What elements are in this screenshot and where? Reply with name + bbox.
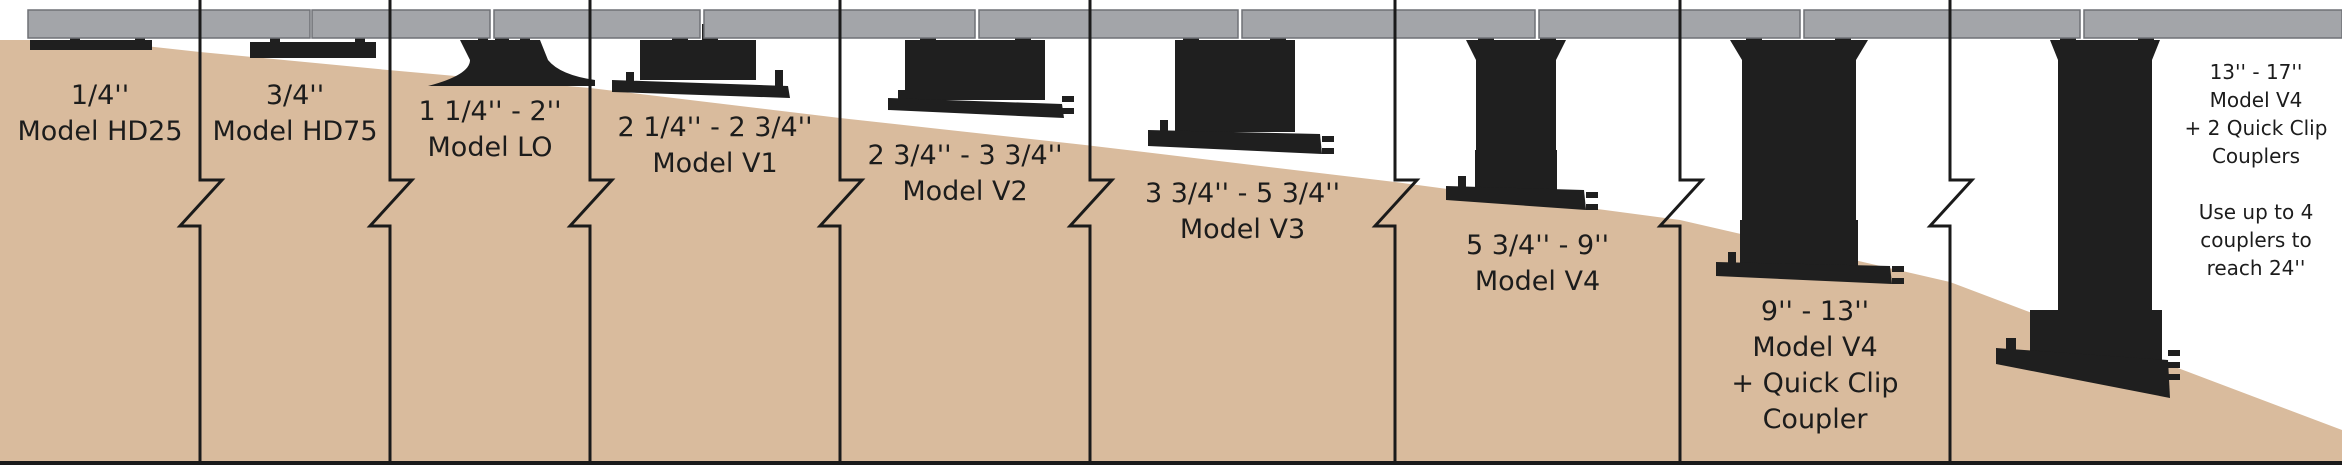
label-v3: 3 3/4'' - 5 3/4'' Model V3 xyxy=(1090,176,1395,248)
label-v4-coupler: 9'' - 13'' Model V4 + Quick Clip Coupler xyxy=(1680,294,1950,438)
extra-text: Coupler xyxy=(1762,404,1868,435)
panel-divider xyxy=(1066,0,1116,462)
deck-board xyxy=(493,9,701,39)
deck-board xyxy=(1803,9,2081,39)
panel-divider xyxy=(1656,0,1706,462)
label-hd75: 3/4'' Model HD75 xyxy=(200,78,390,150)
side-note-line xyxy=(2176,170,2336,198)
panel-divider xyxy=(566,0,616,462)
model-text: Model V4 xyxy=(1752,332,1878,363)
panel-dividers xyxy=(176,0,1976,462)
model-text: Model HD75 xyxy=(212,116,378,147)
range-text: 9'' - 13'' xyxy=(1760,296,1870,327)
side-note: 13'' - 17'' Model V4 + 2 Quick Clip Coup… xyxy=(2176,58,2336,282)
deck-boards xyxy=(27,9,2342,39)
range-text: 1/4'' xyxy=(70,80,130,111)
pedestal-v3 xyxy=(1148,24,1334,154)
model-text: Model LO xyxy=(427,132,553,163)
side-note-line: Model V4 xyxy=(2209,88,2303,112)
deck-board xyxy=(1241,9,1536,39)
side-note-line: + 2 Quick Clip xyxy=(2184,116,2328,140)
label-v2: 2 3/4'' - 3 3/4'' Model V2 xyxy=(840,138,1090,210)
pedestal-v4-coupler xyxy=(1716,24,1904,284)
side-note-line: couplers to xyxy=(2200,228,2312,252)
model-text: Model V2 xyxy=(902,176,1028,207)
model-text: Model V4 xyxy=(1474,266,1601,297)
range-text: 2 1/4'' - 2 3/4'' xyxy=(617,112,813,143)
range-text: 2 3/4'' - 3 3/4'' xyxy=(867,140,1063,171)
side-note-line: 13'' - 17'' xyxy=(2209,60,2303,84)
panel-divider xyxy=(366,0,416,462)
side-note-line: Use up to 4 xyxy=(2198,200,2314,224)
deck-board xyxy=(311,9,491,39)
extra-text: + Quick Clip xyxy=(1731,368,1899,399)
side-note-line: reach 24'' xyxy=(2206,256,2306,280)
label-v1: 2 1/4'' - 2 3/4'' Model V1 xyxy=(590,110,840,182)
pedestal-v4 xyxy=(1446,24,1598,210)
model-text: Model V3 xyxy=(1179,214,1306,245)
label-v4: 5 3/4'' - 9'' Model V4 xyxy=(1395,228,1680,300)
model-text: Model V1 xyxy=(652,148,778,179)
deck-board xyxy=(1538,9,1801,39)
range-text: 5 3/4'' - 9'' xyxy=(1466,230,1609,261)
pedestal-v4-2-couplers xyxy=(1996,24,2180,398)
panel-divider xyxy=(176,0,226,462)
deck-board xyxy=(27,9,311,39)
range-text: 3 3/4'' - 5 3/4'' xyxy=(1144,178,1341,209)
label-hd25: 1/4'' Model HD25 xyxy=(0,78,200,150)
range-text: 1 1/4'' - 2'' xyxy=(418,96,562,127)
side-note-line: Couplers xyxy=(2211,144,2301,168)
panel-divider xyxy=(816,0,866,462)
panel-divider xyxy=(1371,0,1421,462)
model-text: Model HD25 xyxy=(17,116,183,147)
sloped-ground xyxy=(0,40,2342,464)
baseline xyxy=(0,461,2342,465)
deck-board xyxy=(2083,9,2342,39)
deck-board xyxy=(978,9,1239,39)
range-text: 3/4'' xyxy=(265,80,325,111)
panel-divider xyxy=(1926,0,1976,462)
label-lo: 1 1/4'' - 2'' Model LO xyxy=(390,94,590,166)
